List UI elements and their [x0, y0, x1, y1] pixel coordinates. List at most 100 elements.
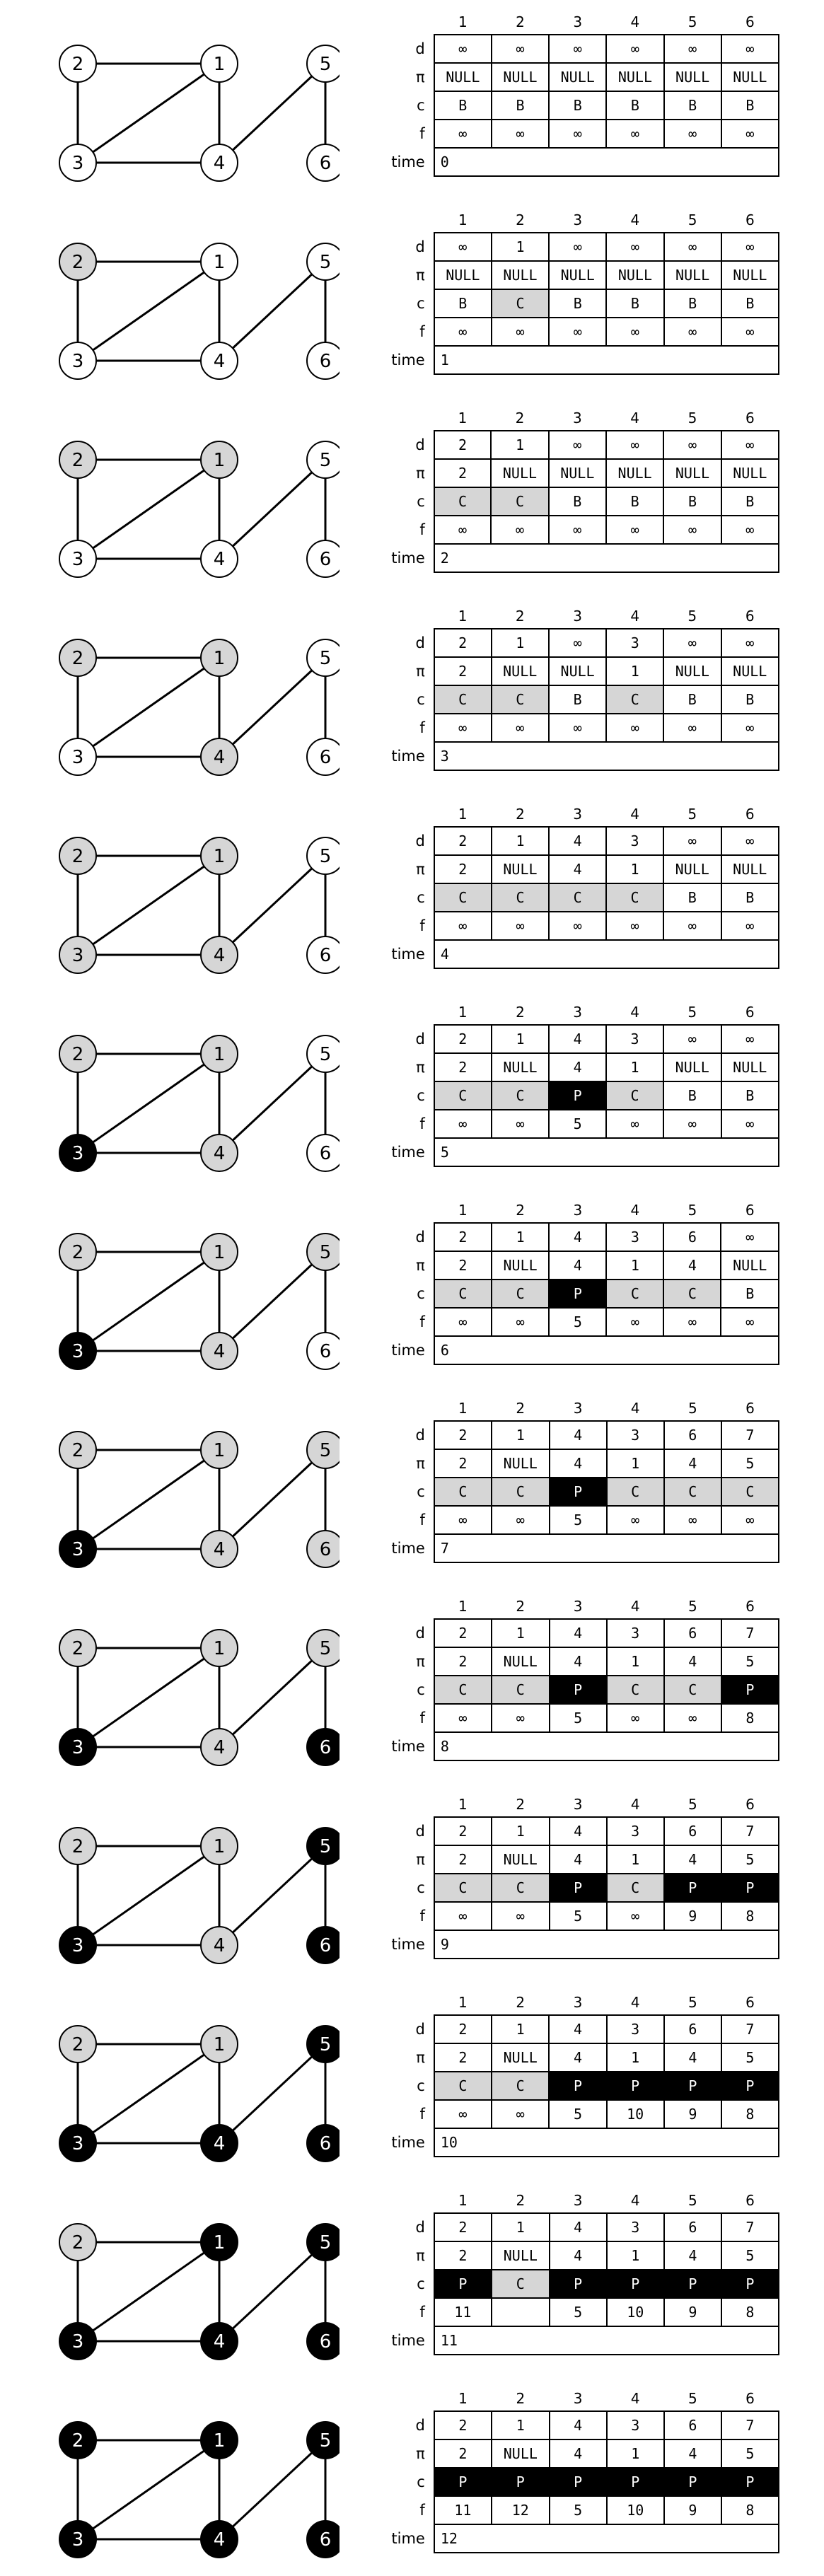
- table-cell: P: [548, 1675, 608, 1705]
- graph-node: 5: [306, 243, 340, 281]
- column-header: 6: [745, 1994, 755, 2011]
- node-label: 1: [214, 54, 226, 75]
- table-cell: NULL: [720, 62, 780, 92]
- row-label: c: [417, 1681, 425, 1698]
- column-header: 6: [745, 1400, 755, 1417]
- table-cell: NULL: [663, 1052, 722, 1082]
- column-header: 5: [687, 211, 697, 228]
- row-label: c: [417, 1087, 425, 1104]
- column-header: 4: [630, 1994, 640, 2011]
- table-cell: 2: [433, 1052, 492, 1082]
- time-value: 3: [433, 741, 780, 771]
- row-label: time: [391, 153, 425, 170]
- node-circle: [200, 936, 238, 974]
- table-cell: ∞: [720, 826, 779, 856]
- node-label: 2: [72, 1044, 84, 1065]
- table-cell: B: [605, 91, 665, 120]
- table-cell: 4: [548, 1052, 608, 1082]
- column-header: 2: [515, 608, 525, 625]
- graph-node: 4: [200, 1134, 238, 1172]
- row-label: time: [391, 2332, 425, 2349]
- table-cell: 1: [490, 1816, 550, 1846]
- graph-node: 2: [59, 1431, 97, 1469]
- table-cell: 4: [548, 2212, 608, 2242]
- node-label: 4: [214, 2529, 226, 2551]
- node-circle: [200, 1827, 238, 1865]
- table-cell: ∞: [605, 1901, 665, 1931]
- table-cell: NULL: [663, 62, 722, 92]
- table-cell: 9: [663, 2297, 722, 2327]
- graph-node: 1: [200, 1629, 238, 1667]
- table-cell: ∞: [547, 713, 608, 743]
- graph-edge: [77, 656, 220, 758]
- row-f: f∞∞5∞∞∞: [383, 1505, 780, 1535]
- node-circle: [59, 1233, 97, 1271]
- column-header: 1: [458, 1994, 468, 2011]
- node-label: 4: [214, 1737, 226, 1758]
- table-cell: NULL: [490, 1052, 550, 1082]
- table-cell: 5: [720, 1647, 780, 1676]
- node-label: 3: [72, 2133, 84, 2154]
- table-cell: 12: [491, 2495, 550, 2525]
- graph-edge: [77, 1251, 220, 1352]
- table-cell: 4: [548, 2410, 608, 2440]
- table-cell: NULL: [490, 62, 550, 92]
- graph-node: 1: [200, 1035, 238, 1073]
- node-circle: [59, 936, 97, 974]
- graph-node: 1: [200, 1827, 238, 1865]
- node-label: 3: [72, 2529, 84, 2551]
- row-f: f∞∞5∞∞∞: [383, 1109, 779, 1139]
- graph-node: 5: [306, 837, 340, 875]
- node-circle: [306, 2025, 340, 2063]
- node-circle: [59, 243, 97, 281]
- table-cell: 1: [605, 1251, 665, 1280]
- table-cell: B: [433, 289, 492, 318]
- table-cell: 2: [433, 2014, 492, 2044]
- node-circle: [306, 1233, 340, 1271]
- column-header: 6: [745, 1004, 755, 1021]
- table-cell: ∞: [433, 1307, 492, 1337]
- table-cell: ∞: [547, 628, 608, 658]
- table-cell: ∞: [490, 34, 550, 64]
- table-cell: 6: [663, 2014, 722, 2044]
- node-circle: [306, 243, 340, 281]
- graph-edge: [218, 2043, 327, 2145]
- table-cell: ∞: [720, 1109, 779, 1139]
- table-cell: 1: [490, 2014, 550, 2044]
- node-circle: [200, 2124, 238, 2162]
- graph-node: 5: [306, 45, 340, 83]
- column-header: 6: [745, 211, 755, 228]
- node-label: 5: [320, 648, 332, 669]
- node-label: 3: [72, 1341, 84, 1362]
- table-cell: ∞: [663, 1307, 722, 1337]
- table-cell: ∞: [605, 1307, 665, 1337]
- graph-node: 4: [200, 144, 238, 182]
- graph-node: 6: [306, 2124, 340, 2162]
- graph-node: 2: [59, 1629, 97, 1667]
- table-cell: ∞: [720, 515, 780, 545]
- table-cell: 5: [720, 2241, 780, 2270]
- table-cell: C: [490, 487, 550, 516]
- table-cell: 3: [605, 2410, 665, 2440]
- column-header: 1: [458, 608, 468, 625]
- node-circle: [59, 540, 97, 578]
- time-value: 1: [433, 345, 780, 375]
- table-cell: 2: [433, 2212, 493, 2242]
